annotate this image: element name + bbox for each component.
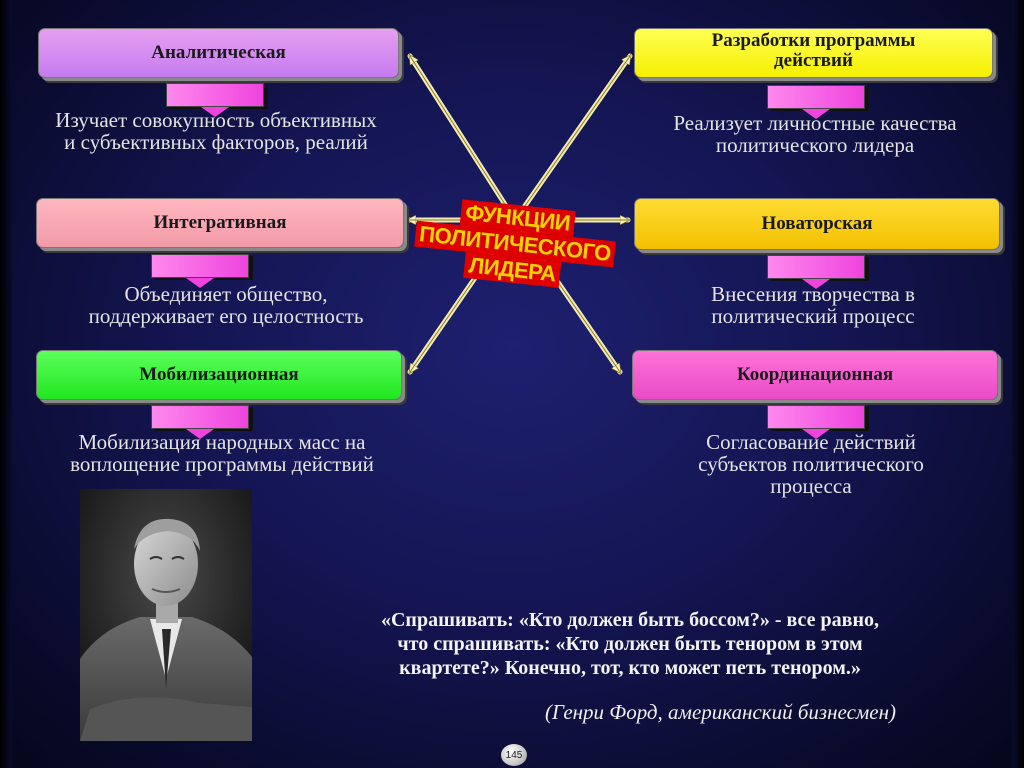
innovative-description: Внесения творчества в политический проце… <box>711 282 915 328</box>
coordination-down-arrow <box>767 405 865 429</box>
center-title: функции политического лидера <box>414 175 616 312</box>
mobilization-function-box: Мобилизационная <box>36 350 402 400</box>
quote-author: (Генри Форд, американский бизнесмен) <box>545 700 897 724</box>
innovative-title: Новаторская <box>761 213 873 235</box>
coordination-title: Координационная <box>736 364 894 386</box>
integrative-function-box: Интегративная <box>36 198 404 248</box>
page-number-badge: 145 <box>501 744 527 766</box>
left-frame <box>0 0 12 768</box>
analytic-description: Изучает совокупность объективных и субъе… <box>55 108 377 154</box>
program-description: Реализует личностные качества политическ… <box>673 111 957 157</box>
innovative-down-arrow <box>767 255 865 279</box>
integrative-title: Интегративная <box>153 212 287 234</box>
page-number: 145 <box>505 749 523 761</box>
analytic-function-box: Аналитическая <box>38 28 399 78</box>
mobilization-description: Мобилизация народных масс на воплощение … <box>70 430 374 476</box>
portrait-illustration <box>80 489 252 741</box>
coordination-description: Согласование действий субъектов политиче… <box>698 430 924 498</box>
program-down-arrow <box>767 85 865 109</box>
integrative-down-arrow <box>151 254 249 278</box>
mobilization-title: Мобилизационная <box>139 364 299 386</box>
program-function-box: Разработки программы действий <box>634 28 993 78</box>
integrative-description: Объединяет общество, поддерживает его це… <box>88 282 364 328</box>
analytic-down-arrow <box>166 83 264 107</box>
program-title: Разработки программы действий <box>711 30 916 71</box>
portrait-photo <box>80 489 252 741</box>
ford-quote: «Спрашивать: «Кто должен быть боссом?» -… <box>380 609 880 679</box>
right-frame <box>1012 0 1024 768</box>
innovative-function-box: Новаторская <box>634 198 1000 250</box>
coordination-function-box: Координационная <box>632 350 998 400</box>
mobilization-down-arrow <box>151 405 249 429</box>
analytic-title: Аналитическая <box>151 42 286 64</box>
